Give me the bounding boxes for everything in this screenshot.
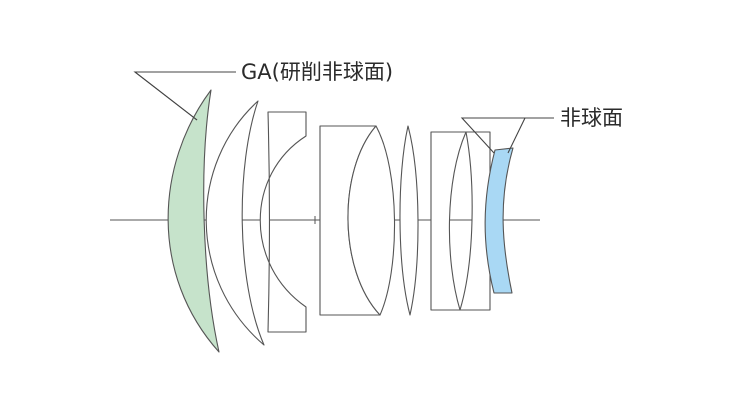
aspherical-leader-diagonal xyxy=(507,117,526,154)
ga-leader-line xyxy=(133,71,236,121)
lens-element-2 xyxy=(205,100,265,346)
ga-aspherical-label: GA(研削非球面) xyxy=(241,60,393,84)
aspherical-label: 非球面 xyxy=(560,106,623,130)
ga-leader-diagonal xyxy=(134,71,198,121)
lens-element-6 xyxy=(399,125,419,316)
lens-element-5 xyxy=(347,125,396,316)
lens-element-3 xyxy=(259,111,307,333)
aspherical-leader-line xyxy=(460,117,554,154)
lens-element-8 xyxy=(459,131,491,311)
ga-aspherical-element xyxy=(167,89,220,353)
aspherical-element xyxy=(484,147,514,294)
lens-element-7 xyxy=(430,131,467,311)
